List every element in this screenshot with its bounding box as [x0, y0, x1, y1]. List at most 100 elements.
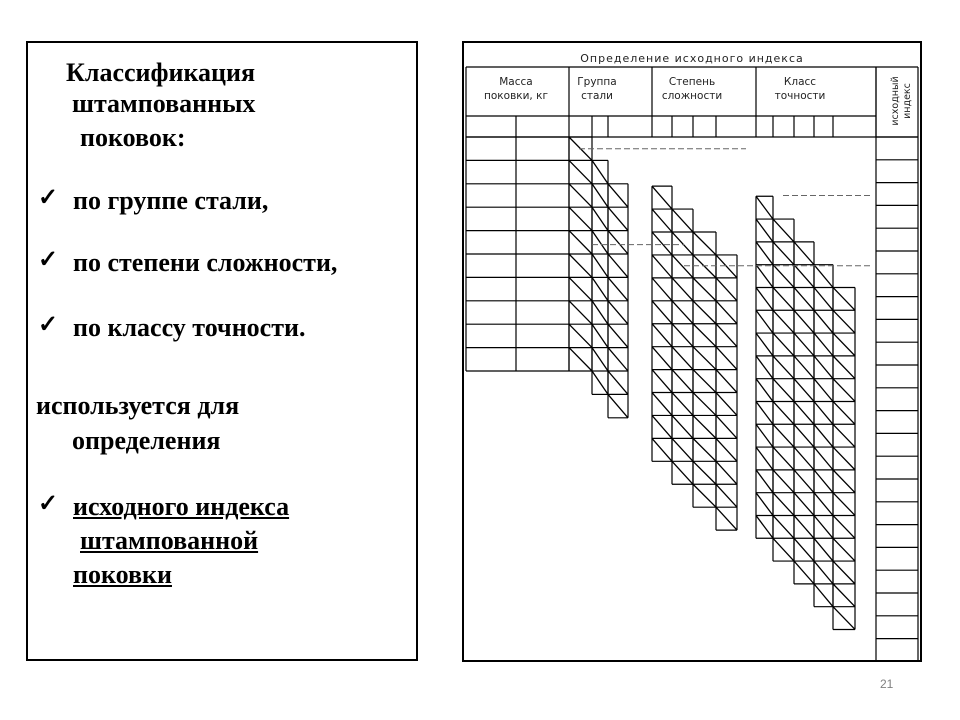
diagonal-line: [671, 460, 694, 485]
diagonal-line: [813, 355, 834, 380]
diagonal-line: [832, 492, 856, 516]
diagonal-line: [813, 287, 834, 311]
diagonal-line: [671, 277, 694, 302]
diagonal-line: [832, 606, 856, 630]
page-number: 21: [880, 677, 894, 691]
steel-header-line-2: стали: [581, 90, 613, 102]
diagonal-line: [591, 230, 609, 255]
mass-header-line-1: Масса: [499, 76, 532, 88]
target-line-1: исходного индекса: [73, 492, 290, 521]
index-table: Определение исходного индекса Масса поко…: [462, 41, 922, 663]
diagonal-line: [591, 323, 609, 348]
diagonal-line: [755, 332, 774, 357]
diagonal-line: [772, 241, 795, 266]
check-icon: ✓: [38, 312, 59, 338]
diagonal-line: [715, 300, 738, 325]
bullet-complexity: по степени сложности,: [73, 248, 338, 277]
diagonal-line: [793, 355, 815, 380]
diagonal-line: [715, 460, 738, 485]
diagonal-line: [591, 370, 609, 395]
diagonal-line: [692, 483, 717, 508]
diagonal-line: [692, 460, 717, 485]
diagonal-line: [651, 208, 673, 233]
diagonal-line: [813, 378, 834, 402]
diagonal-line: [813, 309, 834, 334]
title-line-1: Классификация: [66, 58, 256, 87]
diagonal-line: [568, 183, 593, 208]
diagonal-line: [755, 287, 774, 311]
diagonal-line: [813, 446, 834, 471]
diagonal-line: [607, 300, 629, 325]
diagonal-line: [772, 401, 795, 425]
diagonal-line: [832, 583, 856, 608]
diagonal-line: [832, 309, 856, 334]
diagonal-line: [692, 323, 717, 348]
diagonal-line: [715, 506, 738, 531]
diagonal-line: [568, 206, 593, 232]
diagonal-line: [671, 392, 694, 416]
diagonal-line: [793, 401, 815, 425]
diagonal-line: [772, 469, 795, 494]
diagonal-line: [671, 208, 694, 233]
bullet-steel-group: по группе стали,: [73, 186, 269, 215]
diagonal-line: [813, 583, 834, 608]
index-header-line-2: индекс: [902, 83, 913, 119]
diagonal-line: [651, 415, 673, 439]
diagonal-line: [772, 332, 795, 357]
diagonal-line: [793, 492, 815, 516]
diagonal-line: [568, 276, 593, 302]
diagonal-line: [755, 241, 774, 266]
diagonal-line: [607, 230, 629, 255]
diagonal-line: [772, 492, 795, 516]
target-line-3: поковки: [73, 560, 172, 589]
diagonal-line: [793, 469, 815, 494]
diagonal-line: [591, 300, 609, 325]
diagonal-line: [651, 323, 673, 348]
diagonal-line: [832, 355, 856, 380]
diagonal-line: [832, 515, 856, 539]
diagonal-line: [692, 277, 717, 302]
diagonal-line: [715, 346, 738, 371]
diagonal-line: [755, 446, 774, 471]
diagonal-line: [832, 423, 856, 448]
diagonal-line: [651, 254, 673, 279]
diagonal-line: [607, 183, 629, 208]
diagonal-line: [715, 483, 738, 508]
diagonal-line: [692, 414, 717, 439]
diagonal-line: [715, 323, 738, 348]
diagonal-line: [793, 332, 815, 357]
diagonal-line: [755, 195, 774, 220]
check-icon: ✓: [38, 247, 59, 273]
accuracy-header-line-1: Класс: [784, 76, 816, 88]
diagonal-line: [651, 392, 673, 416]
diagonal-line: [715, 392, 738, 416]
diagonal-line: [793, 264, 815, 288]
diagonal-line: [755, 378, 774, 402]
diagonal-line: [651, 346, 673, 371]
diagonal-line: [832, 332, 856, 357]
diagonal-line: [692, 437, 717, 462]
check-icon: ✓: [38, 491, 59, 517]
diagonal-line: [793, 287, 815, 311]
bullet-accuracy-class: по классу точности.: [73, 313, 306, 342]
diagonal-line: [755, 355, 774, 380]
diagonal-line: [793, 241, 815, 266]
diagonal-line: [715, 369, 738, 393]
diagonal-line: [755, 423, 774, 448]
diagonal-line: [755, 218, 774, 243]
diagonal-line: [692, 300, 717, 325]
diagonal-line: [755, 264, 774, 288]
diagonal-line: [793, 537, 815, 562]
diagonal-line: [832, 287, 856, 311]
diagonal-line: [793, 515, 815, 539]
diagonal-line: [591, 277, 609, 302]
diagonal-line: [591, 347, 609, 372]
diagonal-line: [607, 347, 629, 372]
diagonal-line: [671, 254, 694, 279]
diagonal-line: [813, 264, 834, 288]
diagonal-line: [568, 347, 593, 372]
diagonal-line: [651, 277, 673, 302]
diagonal-line: [755, 515, 774, 539]
diagonal-line: [832, 537, 856, 562]
diagonal-line: [607, 253, 629, 278]
